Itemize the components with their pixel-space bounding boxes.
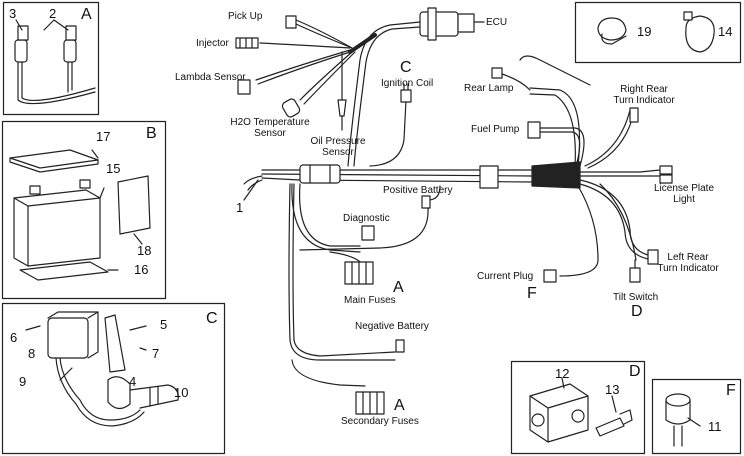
label-left-rear-line1: Left Rear [667,252,709,263]
label-right-rear-line1: Right Rear [620,84,668,95]
label-right-rear-line2: Turn Indicator [613,95,675,106]
label-oil-pressure-sensor: Oil Pressure Sensor [302,136,374,158]
letter-box-d: D [629,363,641,380]
ignition-coil-wire [369,83,412,167]
part-number-7: 7 [152,346,160,361]
main-harness [243,161,581,191]
leader-1 [243,179,259,201]
letter-box-a: A [81,6,92,23]
inset-box-19-14 [574,1,742,64]
label-oil-line1: Oil Pressure [310,136,366,147]
label-ecu: ECU [486,17,508,28]
part-number-6: 6 [10,330,18,345]
label-main-fuses: Main Fuses [344,295,396,306]
label-license-line1: License Plate [653,183,715,194]
part-number-12: 12 [555,366,570,381]
label-h2o-line2: Sensor [254,128,286,139]
letter-main-fuses-a: A [393,279,404,296]
label-tilt-switch: Tilt Switch [613,292,659,303]
part-number-3: 3 [9,6,17,21]
label-negative-battery: Negative Battery [355,321,429,332]
part-number-2: 2 [49,6,57,21]
part-number-18: 18 [137,243,152,258]
label-right-rear-turn-indicator: Right Rear Turn Indicator [604,84,684,106]
letter-box-c: C [206,310,218,327]
letter-ignition-c: C [400,59,412,76]
letter-box-b: B [146,125,157,142]
letter-box-f: F [726,382,736,399]
letter-secondary-fuses-a: A [394,397,405,414]
part-number-13: 13 [605,382,620,397]
inset-b-battery [9,149,151,281]
inset-box-d [510,360,646,455]
letter-current-plug-f: F [527,285,537,302]
label-left-rear-line2: Turn Indicator [657,263,719,274]
rear-wires [491,55,673,283]
inset-box-f [651,378,742,455]
part-number-14: 14 [718,24,733,39]
inset-box-a [2,1,100,116]
part-number-17: 17 [96,129,111,144]
ecu-branch [347,7,485,167]
label-positive-battery: Positive Battery [383,185,453,196]
letter-tilt-switch-d: D [631,303,643,320]
part-number-9: 9 [19,374,27,389]
part-number-11: 11 [708,419,722,434]
battery-leads [299,185,441,251]
part-number-16: 16 [134,262,149,277]
label-current-plug: Current Plug [477,271,534,282]
label-rear-lamp: Rear Lamp [464,83,514,94]
label-ignition-coil: Ignition Coil [381,78,434,89]
part-number-8: 8 [28,346,36,361]
label-left-rear-turn-indicator: Left Rear Turn Indicator [648,252,728,274]
inset-box-b [1,120,167,300]
label-fuel-pump: Fuel Pump [471,124,520,135]
part-number-4: 4 [129,374,137,389]
lower-branches [288,183,405,415]
label-diagnostic: Diagnostic [343,213,390,224]
label-h2o-line1: H2O Temperature [230,117,310,128]
sensor-wires [235,15,356,131]
inset-f-current-plug [665,393,701,447]
part-number-19: 19 [637,24,652,39]
inset-box-c [1,302,226,455]
label-oil-line2: Sensor [322,147,354,158]
part-number-10: 10 [174,385,189,400]
inset-clamps [597,11,715,53]
label-lambda-sensor: Lambda Sensor [175,72,246,83]
part-number-5: 5 [160,317,168,332]
part-number-1: 1 [236,200,244,215]
part-number-15: 15 [106,161,121,176]
inset-a-relays [14,19,96,105]
inset-c-coil [25,311,179,427]
label-secondary-fuses: Secondary Fuses [341,416,419,427]
inset-d-tilt-switch [529,377,633,443]
label-pick-up: Pick Up [228,11,263,22]
label-license-line2: Light [673,194,695,205]
label-license-plate-light: License Plate Light [648,183,720,205]
label-h2o-temperature-sensor: H2O Temperature Sensor [225,117,315,139]
label-injector: Injector [196,38,229,49]
